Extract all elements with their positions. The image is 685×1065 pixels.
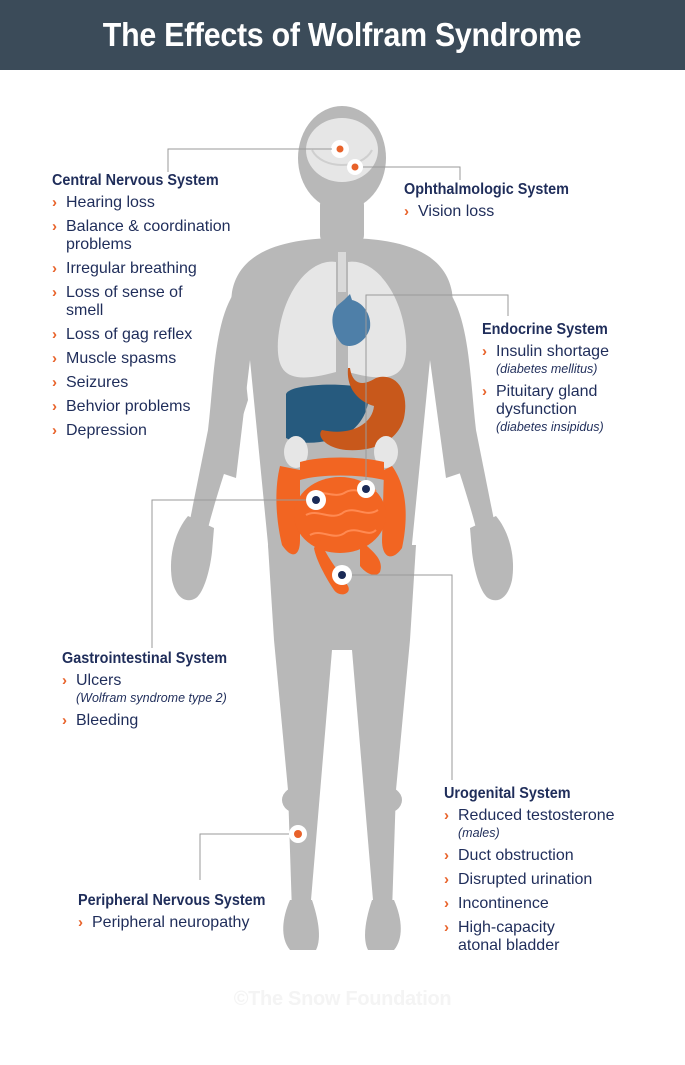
title-banner: The Effects of Wolfram Syndrome: [0, 0, 685, 70]
page-title: The Effects of Wolfram Syndrome: [103, 16, 582, 53]
ophthalmologic-heading: Ophthalmologic System: [404, 181, 570, 198]
cns-list: ›Hearing loss ›Balance & coordination pr…: [52, 194, 262, 440]
list-item: ›Hearing loss: [52, 194, 155, 211]
pns-list: ›Peripheral neuropathy: [78, 914, 318, 932]
gastrointestinal-section: Gastrointestinal System ›Ulcers(Wolfram …: [62, 650, 282, 736]
leader-lines: [151, 148, 509, 880]
chevron-right-icon: ›: [444, 895, 449, 912]
list-item: ›Peripheral neuropathy: [78, 914, 250, 931]
cns-heading: Central Nervous System: [52, 172, 219, 189]
list-item: ›Loss of gag reflex: [52, 326, 193, 343]
chevron-right-icon: ›: [52, 326, 57, 343]
endocrine-section: Endocrine System ›Insulin shortage(diabe…: [482, 321, 652, 441]
chevron-right-icon: ›: [444, 871, 449, 888]
chevron-right-icon: ›: [404, 203, 409, 220]
urogenital-section: Urogenital System ›Reduced testosterone(…: [444, 785, 659, 961]
pns-section: Peripheral Nervous System ›Peripheral ne…: [78, 892, 318, 938]
gastrointestinal-heading: Gastrointestinal System: [62, 650, 228, 667]
endocrine-marker: [362, 485, 370, 493]
chevron-right-icon: ›: [52, 218, 57, 235]
list-item: ›Vision loss: [404, 203, 495, 220]
urogenital-marker: [338, 571, 346, 579]
cns-section: Central Nervous System ›Hearing loss ›Ba…: [52, 172, 262, 446]
heart: [332, 294, 371, 347]
chevron-right-icon: ›: [444, 919, 449, 936]
copyright-watermark: ©The Snow Foundation: [233, 988, 452, 1010]
chevron-right-icon: ›: [482, 343, 487, 360]
list-item: ›Irregular breathing: [52, 260, 197, 277]
chevron-right-icon: ›: [444, 847, 449, 864]
chevron-right-icon: ›: [482, 383, 487, 400]
chevron-right-icon: ›: [52, 422, 57, 439]
pns-heading: Peripheral Nervous System: [78, 892, 266, 909]
chevron-right-icon: ›: [52, 284, 57, 301]
list-item: ›Muscle spasms: [52, 350, 177, 367]
cns-marker: [336, 145, 344, 153]
brain: [306, 118, 378, 182]
list-item: ›Depression: [52, 422, 147, 439]
gastrointestinal-list: ›Ulcers(Wolfram syndrome type 2) ›Bleedi…: [62, 672, 282, 730]
list-item: ›Incontinence: [444, 895, 549, 912]
list-item: ›Ulcers(Wolfram syndrome type 2): [62, 672, 227, 705]
urogenital-list: ›Reduced testosterone(males) ›Duct obstr…: [444, 807, 659, 955]
kidney-left: [284, 436, 308, 468]
chevron-right-icon: ›: [78, 914, 83, 931]
chevron-right-icon: ›: [52, 398, 57, 415]
chevron-right-icon: ›: [62, 712, 67, 729]
pns-marker: [294, 830, 302, 838]
endocrine-heading: Endocrine System: [482, 321, 608, 338]
list-item: ›Disrupted urination: [444, 871, 593, 888]
list-item: ›Duct obstruction: [444, 847, 574, 864]
gi-marker: [312, 496, 320, 504]
endocrine-list: ›Insulin shortage(diabetes mellitus) ›Pi…: [482, 343, 652, 435]
list-item: ›Balance & coordination problems: [52, 218, 231, 253]
chevron-right-icon: ›: [444, 807, 449, 824]
chevron-right-icon: ›: [62, 672, 67, 689]
chevron-right-icon: ›: [52, 374, 57, 391]
chevron-right-icon: ›: [52, 350, 57, 367]
kidney-right: [374, 436, 398, 468]
list-item: ›Pituitary gland dysfunction(diabetes in…: [482, 383, 604, 434]
chevron-right-icon: ›: [52, 194, 57, 211]
urogenital-heading: Urogenital System: [444, 785, 571, 802]
list-item: ›High-capacity atonal bladder: [444, 919, 560, 954]
list-item: ›Insulin shortage(diabetes mellitus): [482, 343, 609, 376]
eye-marker: [351, 163, 359, 171]
list-item: ›Bleeding: [62, 712, 139, 729]
list-item: ›Loss of sense of smell: [52, 284, 183, 319]
ophthalmologic-list: ›Vision loss: [404, 203, 664, 221]
lungs: [277, 252, 407, 378]
ophthalmologic-section: Ophthalmologic System ›Vision loss: [404, 181, 664, 227]
list-item: ›Behvior problems: [52, 398, 191, 415]
list-item: ›Reduced testosterone(males): [444, 807, 615, 840]
body-silhouette: [170, 106, 514, 950]
chevron-right-icon: ›: [52, 260, 57, 277]
stomach: [320, 368, 406, 451]
liver: [286, 384, 369, 443]
list-item: ›Seizures: [52, 374, 129, 391]
